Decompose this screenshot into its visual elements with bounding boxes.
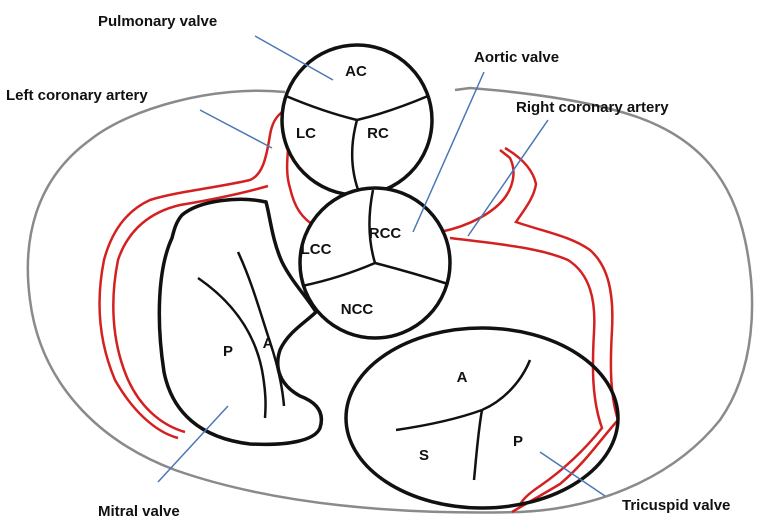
tricuspid-coaptation-line-1 <box>396 410 482 430</box>
aortic-valve-label: Aortic valve <box>474 49 559 66</box>
aortic-leaflet-left-coronary: LCC <box>301 241 332 258</box>
pulmonary-leaflet-anterior: AC <box>345 63 367 80</box>
tricuspid-valve-label: Tricuspid valve <box>622 497 730 514</box>
tricuspid-leaflet-posterior: P <box>513 433 523 450</box>
tricuspid-valve-annulus <box>346 328 618 508</box>
left-coronary-artery-label: Left coronary artery <box>6 87 148 104</box>
right-coronary-artery-pointer <box>468 120 548 236</box>
tricuspid-leaflet-septal: S <box>419 447 429 464</box>
mitral-valve-annulus <box>159 199 321 444</box>
pulmonary-leaflet-right: RC <box>367 125 389 142</box>
left-coronary-artery-outer <box>99 108 290 438</box>
mitral-valve-label: Mitral valve <box>98 503 180 520</box>
right-coronary-artery-inner <box>440 150 513 232</box>
tricuspid-leaflet-anterior: A <box>457 369 468 386</box>
aortic-leaflet-right-coronary: RCC <box>369 225 402 242</box>
mitral-coaptation-line-2 <box>238 252 284 406</box>
tricuspid-coaptation-line-2 <box>482 360 530 410</box>
mitral-leaflet-anterior: A <box>263 335 274 352</box>
mitral-valve-pointer <box>158 406 228 482</box>
mitral-leaflet-posterior: P <box>223 343 233 360</box>
pulmonary-valve-label: Pulmonary valve <box>98 13 217 30</box>
left-coronary-artery-pointer <box>200 110 272 148</box>
pulmonary-leaflet-left: LC <box>296 125 316 142</box>
tricuspid-coaptation-line-3 <box>474 410 482 480</box>
left-coronary-artery-branch <box>113 186 268 432</box>
right-coronary-artery-outer <box>505 148 618 512</box>
aortic-leaflet-noncoronary: NCC <box>341 301 374 318</box>
right-coronary-artery-label: Right coronary artery <box>516 99 669 116</box>
